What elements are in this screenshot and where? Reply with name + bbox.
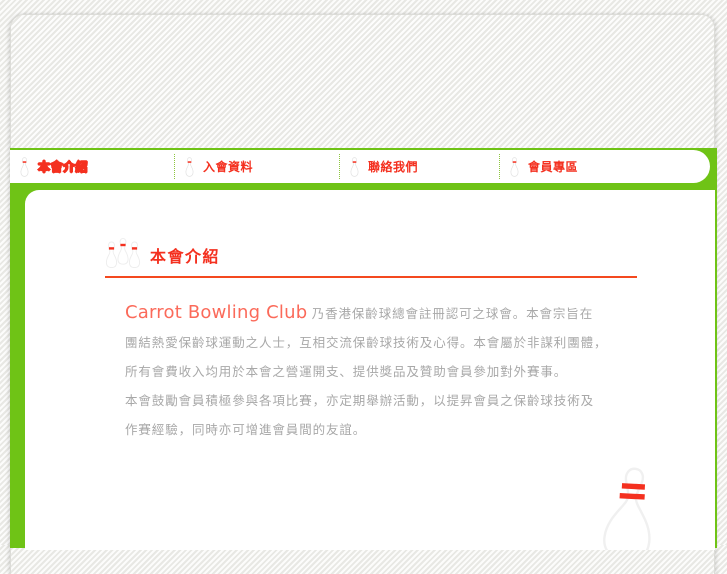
content-panel: 本會介紹 Carrot Bowling Club 乃香港保齡球總會註冊認可之球會… — [25, 190, 715, 550]
paragraph-line-text: 本會鼓勵會員積極參與各項比賽，亦定期舉辦活動，以提昇會員之保齡球技術及 — [125, 394, 595, 408]
main-navigation: 本會介紹 入會資料 聯絡我們 — [10, 150, 710, 183]
nav-list: 本會介紹 入會資料 聯絡我們 — [10, 150, 710, 183]
paragraph-line-text: 所有會費收入均用於本會之營運開支、提供獎品及贊助會員參加對外賽事。 — [125, 365, 568, 379]
nav-item-contact-us[interactable]: 聯絡我們 — [340, 150, 500, 183]
paragraph-line: 本會鼓勵會員積極參與各項比賽，亦定期舉辦活動，以提昇會員之保齡球技術及 — [125, 387, 625, 416]
three-bowling-pins-icon — [105, 238, 141, 268]
nav-item-label: 入會資料 — [203, 160, 254, 174]
bowling-pin-icon — [350, 156, 359, 177]
nav-item-member-zone[interactable]: 會員專區 — [500, 150, 660, 183]
nav-item-label: 會員專區 — [528, 160, 579, 174]
heading-divider — [105, 276, 637, 278]
page-shell — [10, 14, 715, 574]
paragraph-line: 所有會費收入均用於本會之營運開支、提供獎品及贊助會員參加對外賽事。 — [125, 358, 625, 387]
brand-name: Carrot Bowling Club — [125, 302, 308, 323]
nav-item-label: 聯絡我們 — [368, 160, 419, 174]
bowling-pin-icon — [510, 156, 519, 177]
page-title: 本會介紹 — [150, 249, 221, 266]
nav-item-about[interactable]: 本會介紹 — [10, 150, 175, 183]
masthead-banner-area — [11, 15, 714, 153]
paragraph-line-text: 團結熱愛保齡球運動之人士，互相交流保齡球技術及心得。本會屬於非謀利團體， — [125, 336, 608, 350]
paragraph-line-text: 作賽經驗，同時亦可增進會員間的友誼。 — [125, 423, 367, 437]
intro-paragraph: Carrot Bowling Club 乃香港保齡球總會註冊認可之球會。本會宗旨… — [125, 298, 625, 445]
paragraph-line: 作賽經驗，同時亦可增進會員間的友誼。 — [125, 416, 625, 445]
paragraph-line-text: 乃香港保齡球總會註冊認可之球會。本會宗旨在 — [307, 307, 594, 321]
paragraph-line: 團結熱愛保齡球運動之人士，互相交流保齡球技術及心得。本會屬於非謀利團體， — [125, 329, 625, 358]
page-heading: 本會介紹 — [105, 238, 220, 268]
paragraph-line: Carrot Bowling Club 乃香港保齡球總會註冊認可之球會。本會宗旨… — [125, 298, 625, 329]
bowling-pin-icon — [185, 156, 194, 177]
nav-item-label: 本會介紹 — [37, 159, 89, 174]
nav-item-membership-info[interactable]: 入會資料 — [175, 150, 340, 183]
bowling-pin-icon — [20, 156, 29, 177]
